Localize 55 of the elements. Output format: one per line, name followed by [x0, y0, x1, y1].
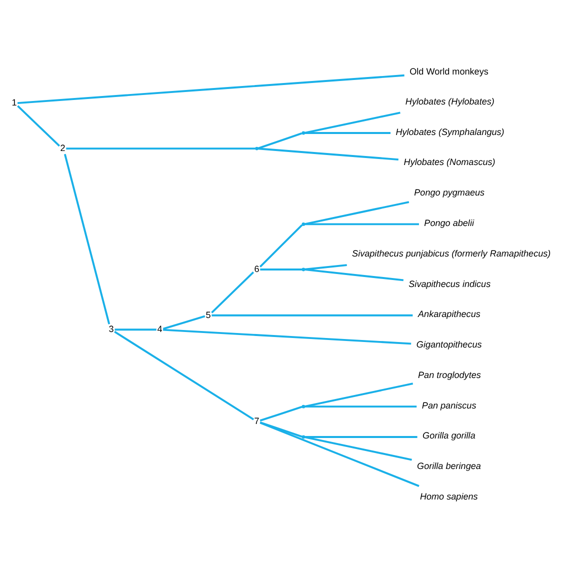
node-text: Gorilla beringea — [417, 460, 481, 471]
connector — [162, 314, 206, 330]
node-text: Pongo abelii — [424, 217, 474, 228]
connector — [114, 330, 254, 420]
node-label: 3 — [108, 324, 114, 334]
node-point — [302, 267, 306, 271]
connector — [305, 132, 391, 134]
connector — [64, 153, 110, 324]
node-point — [302, 404, 306, 408]
node-text: Gorilla gorilla — [422, 430, 476, 440]
node-label: 1 — [12, 97, 17, 108]
connector — [260, 268, 302, 270]
node-text: Pan troglodytes — [418, 369, 481, 380]
node-text: Ankarapithecus — [418, 308, 480, 319]
node-point — [255, 146, 259, 150]
node-label: 5 — [206, 309, 211, 320]
connector — [260, 421, 420, 486]
node-point — [302, 130, 306, 134]
connector — [304, 436, 412, 460]
node-label: 6 — [254, 263, 260, 274]
connector — [304, 382, 414, 407]
connector — [258, 132, 302, 149]
node-text: Old World monkeys — [410, 66, 488, 76]
connector — [304, 264, 347, 270]
connector — [305, 405, 417, 408]
connector — [259, 224, 303, 267]
node-text: Hylobates (Hylobates) — [405, 96, 494, 106]
connector — [305, 436, 418, 438]
connector — [304, 268, 404, 281]
connector — [260, 420, 302, 438]
connector — [304, 200, 410, 224]
node-label: 4 — [157, 324, 162, 334]
node-text: Sivapithecus indicus — [408, 278, 491, 288]
connector — [304, 111, 400, 134]
node-text: Homo sapiens — [420, 491, 478, 502]
node-text: Pongo pygmaeus — [414, 187, 485, 198]
connector — [17, 74, 404, 104]
node-label: 7 — [254, 415, 260, 426]
node-text: Gigantopithecus — [416, 339, 482, 350]
connector — [212, 314, 413, 316]
connector — [260, 405, 302, 421]
connector — [162, 328, 412, 344]
connector — [211, 270, 254, 313]
node-text: Sivapithecus punjabicus (formerly Ramapithecus) — [352, 248, 551, 258]
connector — [114, 328, 156, 330]
node-point — [302, 434, 306, 438]
node-label: 2 — [60, 142, 66, 152]
connector — [17, 104, 60, 146]
node-point — [302, 222, 306, 226]
node-text: Hylobates (Symphalangus) — [396, 126, 504, 136]
connector — [305, 222, 419, 225]
node-text: Pan paniscus — [422, 400, 476, 410]
connector — [258, 147, 398, 160]
node-text: Hylobates (Nomascus) — [404, 156, 496, 167]
connector — [66, 147, 256, 149]
